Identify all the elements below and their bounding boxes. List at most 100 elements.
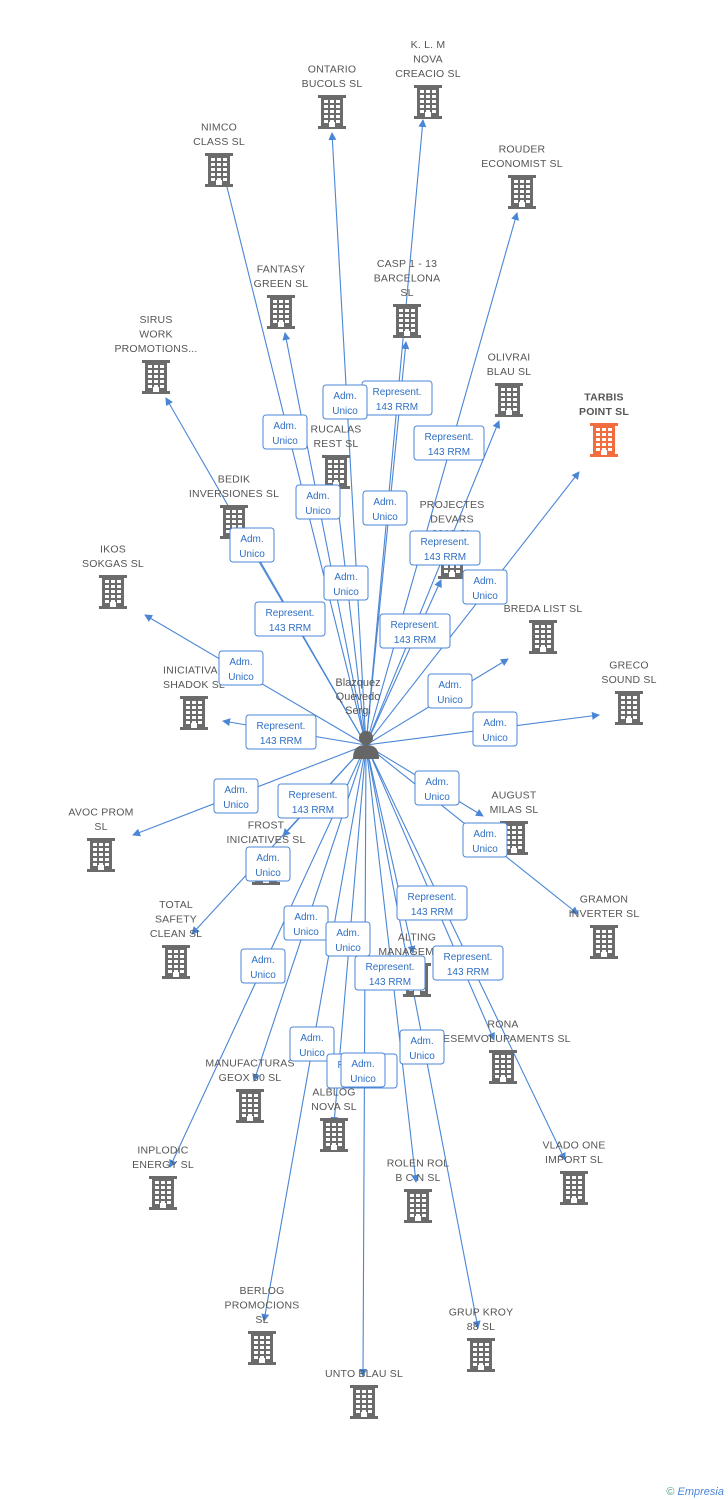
edge-label-breda[interactable]: Adm.Unico (427, 673, 473, 709)
edge-label-text: Unico (272, 436, 298, 447)
edge-label-casp[interactable]: Adm.Unico (362, 490, 408, 526)
edge-label-inplodic[interactable]: Represent.143 RRM (354, 955, 426, 991)
edge-label-ontario[interactable]: Adm.Unico (322, 384, 368, 420)
company-node-unto[interactable]: UNTO BLAU SL (325, 1368, 403, 1419)
building-icon (87, 838, 115, 872)
edge-label-rolen[interactable]: Represent.143 RRM (432, 945, 504, 981)
edge-label-alblog[interactable]: Adm.Unico (240, 948, 286, 984)
edge-label-total[interactable]: Adm.Unico (245, 846, 291, 882)
edge-label-box (427, 673, 473, 709)
building-icon (508, 175, 536, 209)
edge-label-rona[interactable]: Adm.Unico (283, 905, 329, 941)
edge-line-olivrai (365, 420, 501, 746)
edge-label-unto[interactable]: Adm.Unico (340, 1052, 386, 1088)
edge-label-text: 143 RRM (428, 447, 470, 458)
edge-label-ikos[interactable]: Adm.Unico (218, 650, 264, 686)
edge-label-frost[interactable]: Represent.143 RRM (277, 783, 349, 819)
brand-footer[interactable]: ©Empresia (666, 1486, 724, 1498)
edge-label-text: Unico (424, 792, 450, 803)
edge-label-august[interactable]: Adm.Unico (414, 770, 460, 806)
edge-label-text: 143 RRM (269, 623, 311, 634)
edge-line-rouder (365, 212, 519, 746)
edge-label-avoc[interactable]: Adm.Unico (213, 778, 259, 814)
edge-label-text: Adm. (256, 853, 279, 864)
edge-label-tarbis[interactable]: Adm.Unico (462, 569, 508, 605)
edge-line-klm (365, 119, 427, 746)
company-name-line: PROJECTES (420, 499, 485, 511)
company-name-line: GRECO (609, 660, 649, 672)
edge-label-text: 143 RRM (260, 736, 302, 747)
edge-label-nimco[interactable]: Adm.Unico (262, 414, 308, 450)
building-icon (248, 1331, 276, 1365)
company-name-line: RONA (487, 1019, 518, 1031)
edge-label-gramon[interactable]: Adm.Unico (462, 822, 508, 858)
edge-label-projectes[interactable]: Represent. 143 RRM (379, 613, 451, 649)
edge-label-text: Unico (409, 1051, 435, 1062)
edge-label-bedik[interactable]: Represent.143 RRM (254, 601, 326, 637)
building-icon (467, 1338, 495, 1372)
edge-label-text: Adm. (410, 1036, 433, 1047)
edge-line-fantasy (282, 332, 367, 746)
company-name-line: INICIATIVES SL (226, 834, 305, 846)
company-name-line: BARCELONA (374, 273, 441, 285)
edge-label-klm[interactable]: Represent.143 RRM (361, 380, 433, 416)
edge-label-rouder[interactable]: Represent.143 RRM (413, 425, 485, 461)
company-name-line: OLIVRAI (488, 352, 531, 364)
edge-label-manufacturas[interactable]: Adm.Unico (325, 921, 371, 957)
company-name-line: BUCOLS SL (302, 78, 363, 90)
edge-label-rucalas[interactable]: Adm.Unico (323, 565, 369, 601)
building-icon (500, 821, 528, 855)
edge-label-text: Unico (333, 587, 359, 598)
edge-label-box (472, 711, 518, 747)
company-name-line: BEDIK (218, 474, 251, 486)
company-node-breda[interactable]: BREDA LIST SL (504, 603, 583, 654)
person-name-line: Quevedo (336, 691, 381, 703)
edge-label-olivrai[interactable]: Represent.143 RRM (409, 530, 481, 566)
edge-label-greco[interactable]: Adm.Unico (472, 711, 518, 747)
edge-label-text: Represent. (391, 620, 440, 631)
edge-label-iniciativas[interactable]: Represent.143 RRM (245, 714, 317, 750)
edge-label-alting[interactable]: Represent.143 RRM (396, 885, 468, 921)
building-icon (162, 945, 190, 979)
edge-label-text: 143 RRM (394, 635, 436, 646)
edge-label-berlog[interactable]: Adm.Unico (289, 1026, 335, 1062)
company-name-line: 88 SL (467, 1321, 495, 1333)
edge-label-fantasy[interactable]: Adm.Unico (295, 484, 341, 520)
company-name-line: INICIATIVAS (163, 665, 225, 677)
edge-label-text: Unico (335, 943, 361, 954)
edge-label-sirus[interactable]: Adm.Unico (229, 527, 275, 563)
person-name-line: Blazquez (335, 677, 380, 689)
edge-label-text: Unico (332, 406, 358, 417)
company-node-sirus[interactable]: SIRUSWORKPROMOTIONS... (114, 314, 197, 394)
building-icon (495, 383, 523, 417)
edge-label-box (325, 921, 371, 957)
edge-label-vlado[interactable]: Adm. Unico (399, 1029, 445, 1065)
building-icon (489, 1050, 517, 1084)
